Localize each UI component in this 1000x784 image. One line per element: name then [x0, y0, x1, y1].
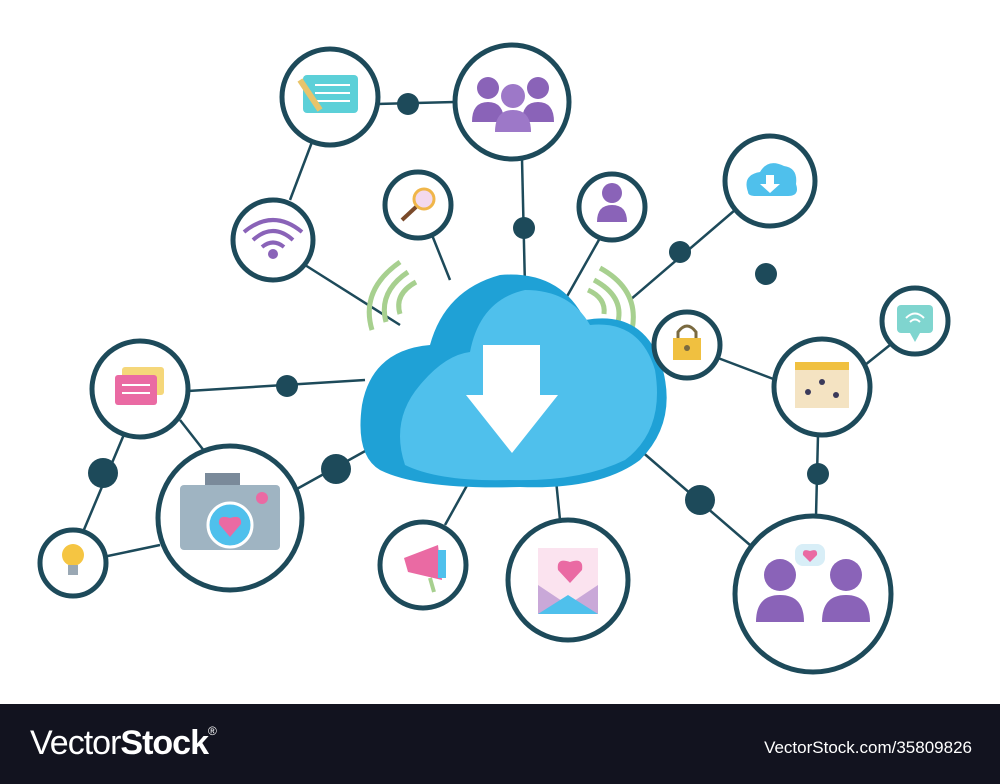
junction-dots — [88, 93, 829, 515]
logo-text-light: Vector — [30, 724, 121, 762]
image-reference: VectorStock.com/35809826 — [764, 738, 972, 757]
lock-icon — [673, 324, 701, 360]
user-icon — [597, 183, 627, 222]
search-icon — [400, 187, 436, 222]
mail-heart-icon — [538, 548, 598, 614]
chat-icon — [115, 367, 164, 405]
footer-bar: VectorStock® VectorStock.com/35809826 — [0, 704, 1000, 784]
logo-text-bold: Stock — [120, 724, 209, 762]
registered-mark: ® — [207, 724, 217, 738]
notes-icon — [297, 75, 358, 113]
signal-waves-icon — [366, 259, 636, 331]
browser-icon — [795, 362, 849, 408]
group-icon — [472, 77, 554, 132]
wifi-bubble-icon — [897, 305, 933, 342]
people-chat-icon — [756, 544, 870, 622]
cloud-download-icon — [746, 163, 797, 196]
network-illustration — [37, 42, 951, 675]
megaphone-icon — [404, 545, 446, 593]
bulb-icon — [62, 544, 84, 575]
camera-icon — [180, 473, 280, 550]
wifi-icon — [242, 218, 304, 259]
vectorstock-logo: VectorStock® — [30, 724, 217, 763]
cloud-download-icon — [360, 274, 667, 488]
